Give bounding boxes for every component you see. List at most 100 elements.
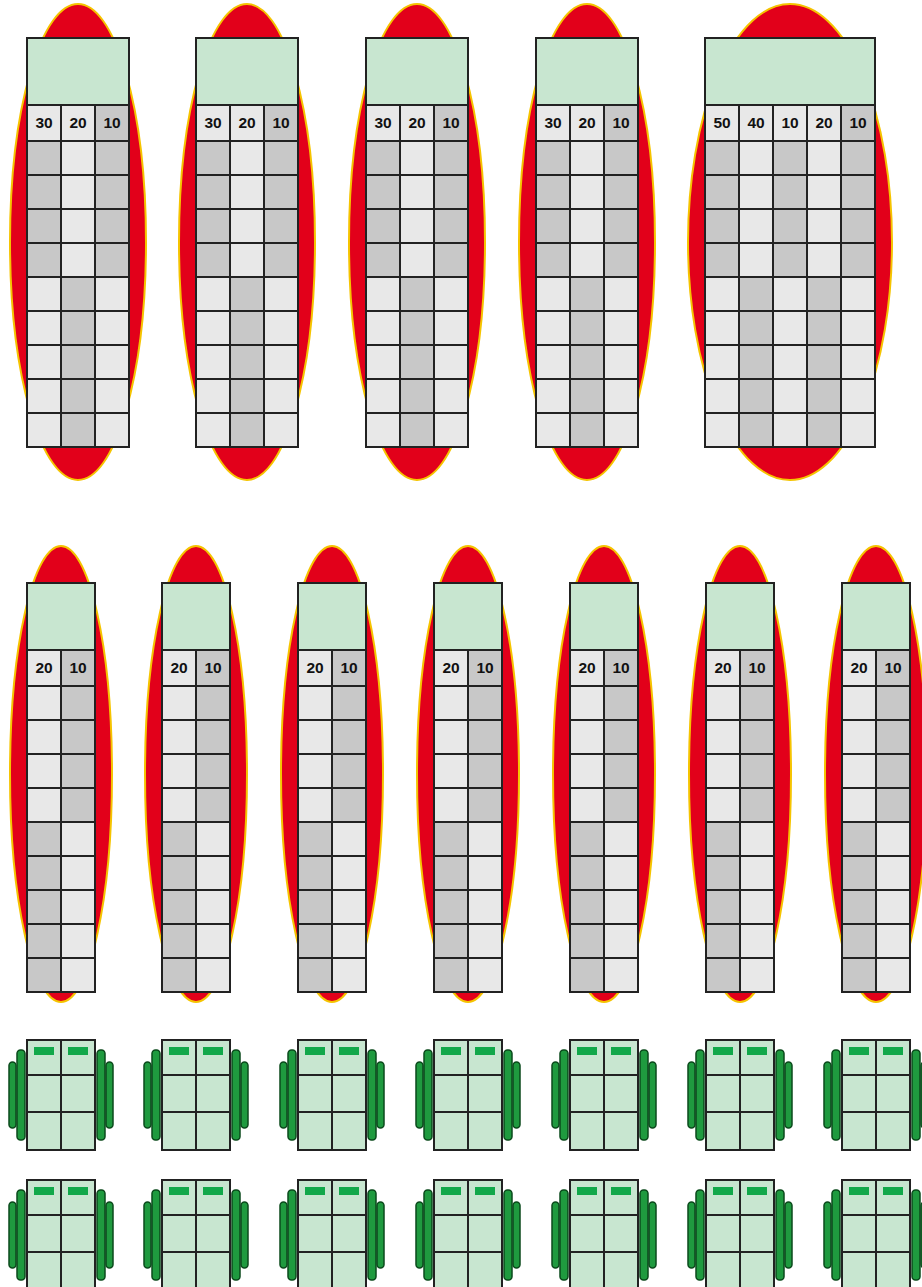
seat-cell	[196, 311, 230, 345]
cart	[416, 1040, 520, 1150]
cart-cell	[740, 1075, 774, 1112]
seat-cell	[230, 345, 264, 379]
seat-cell	[604, 141, 638, 175]
seat-cell	[366, 379, 400, 413]
cart-cell	[27, 1180, 61, 1215]
header-cell	[604, 650, 638, 686]
seat-cell	[196, 958, 230, 992]
seat-cell	[298, 822, 332, 856]
indicator	[68, 1187, 88, 1195]
bow-deck	[705, 38, 875, 105]
hull	[689, 546, 791, 1002]
seat-cell	[604, 379, 638, 413]
seat-cell	[876, 788, 910, 822]
header-cell	[570, 650, 604, 686]
cart-cell	[570, 1040, 604, 1075]
seat-cell	[27, 141, 61, 175]
seat-cell	[807, 413, 841, 447]
seat-cell	[705, 277, 739, 311]
seat-cell	[468, 686, 502, 720]
seat-cell	[332, 754, 366, 788]
cart-cell	[468, 1112, 502, 1150]
seat-cell	[706, 924, 740, 958]
seat-cell	[230, 175, 264, 209]
wheel	[97, 1190, 105, 1280]
cart-cell	[61, 1040, 95, 1075]
indicator	[475, 1047, 495, 1055]
seat-cell	[570, 924, 604, 958]
column-number: 10	[61, 650, 95, 686]
seat-cell	[61, 413, 95, 447]
seat-cell	[196, 788, 230, 822]
seat-cell	[298, 924, 332, 958]
seat-cell	[705, 175, 739, 209]
seat-cell	[400, 311, 434, 345]
header-cell	[604, 105, 638, 141]
wheel	[288, 1190, 296, 1280]
seat-cell	[61, 209, 95, 243]
header-cell	[27, 650, 61, 686]
wheel	[416, 1062, 423, 1128]
wheel	[640, 1050, 648, 1140]
header-cell	[807, 105, 841, 141]
cart-cell	[196, 1252, 230, 1287]
cart	[280, 1180, 384, 1287]
cart-cell	[468, 1180, 502, 1215]
seat-cell	[876, 754, 910, 788]
seat-cell	[570, 175, 604, 209]
seat-cell	[604, 788, 638, 822]
cart-cell	[196, 1180, 230, 1215]
seat-cell	[61, 141, 95, 175]
seat-cell	[196, 209, 230, 243]
wheel	[280, 1202, 287, 1268]
wheel	[9, 1202, 16, 1268]
seat-cell	[196, 754, 230, 788]
seat-cell	[434, 754, 468, 788]
seat-cell	[61, 788, 95, 822]
seat-cell	[604, 243, 638, 277]
hull	[281, 546, 383, 1002]
seat-cell	[298, 890, 332, 924]
cart-cell	[61, 1252, 95, 1287]
seat-cell	[739, 379, 773, 413]
seat-cell	[434, 379, 468, 413]
cart-cell	[162, 1180, 196, 1215]
indicator	[34, 1187, 54, 1195]
indicator	[475, 1187, 495, 1195]
column-number: 20	[162, 650, 196, 686]
cart-cell	[332, 1112, 366, 1150]
seat-cell	[366, 175, 400, 209]
seat-cell	[264, 243, 298, 277]
seat-cell	[27, 890, 61, 924]
seat-cell	[842, 754, 876, 788]
seat-cell	[400, 277, 434, 311]
seat-cell	[264, 413, 298, 447]
seat-cell	[739, 209, 773, 243]
seat-cell	[536, 209, 570, 243]
seat-cell	[706, 822, 740, 856]
seat-cell	[739, 243, 773, 277]
seat-cell	[773, 277, 807, 311]
wheel	[368, 1190, 376, 1280]
seat-cell	[264, 311, 298, 345]
column-number: 30	[366, 105, 400, 141]
cart-cell	[27, 1040, 61, 1075]
seat-cell	[536, 311, 570, 345]
seat-cell	[264, 141, 298, 175]
seat-cell	[298, 686, 332, 720]
seat-cell	[434, 345, 468, 379]
wheel	[152, 1050, 160, 1140]
wheel	[776, 1190, 784, 1280]
cart-cell	[842, 1112, 876, 1150]
indicator	[713, 1047, 733, 1055]
wheel	[280, 1062, 287, 1128]
seat-cell	[773, 345, 807, 379]
seat-cell	[264, 277, 298, 311]
indicator	[849, 1187, 869, 1195]
cart-cell	[61, 1215, 95, 1252]
cart-cell	[196, 1112, 230, 1150]
cart-cell	[61, 1075, 95, 1112]
cart-cell	[61, 1180, 95, 1215]
cart-cell	[706, 1252, 740, 1287]
